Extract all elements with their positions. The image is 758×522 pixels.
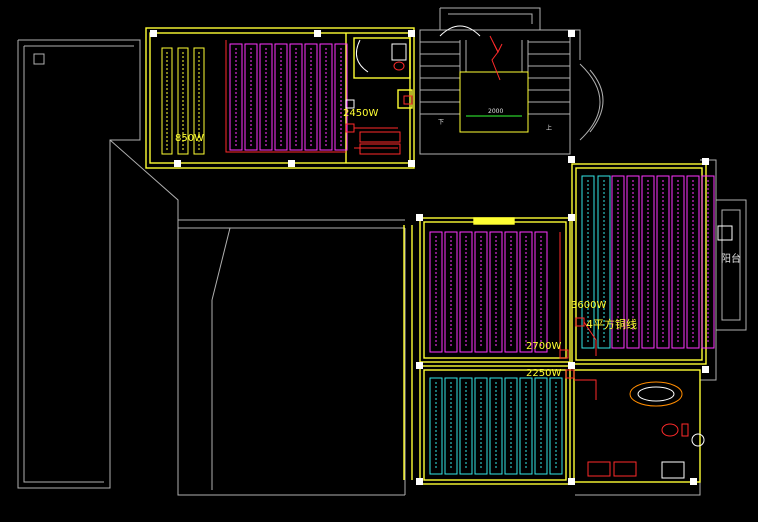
- wiring: [225, 40, 597, 400]
- interior-walls: [145, 27, 707, 485]
- heating-panel-cyan: [459, 377, 473, 475]
- heating-panel-cyan: [519, 377, 533, 475]
- heating-panel: [641, 175, 655, 349]
- heating-panel-cyan: [504, 377, 518, 475]
- heating-panel-yellow: [161, 47, 173, 155]
- heating-panels-room-c: [581, 175, 715, 349]
- heating-panel-cyan: [597, 175, 611, 349]
- heating-panel: [304, 43, 318, 151]
- heating-panel: [334, 43, 348, 151]
- heating-panel-cyan: [444, 377, 458, 475]
- heating-panel-cyan: [581, 175, 595, 349]
- heating-panels-room-d: [429, 377, 563, 475]
- power-label-3600w: 3600W: [571, 300, 606, 311]
- power-label-850w: 850W: [175, 133, 204, 144]
- heating-panel: [259, 43, 273, 151]
- stair-up-label: 上: [546, 124, 552, 132]
- heating-panel-yellow: [193, 47, 205, 155]
- power-label-2450w: 2450W: [343, 108, 378, 119]
- heating-panel: [534, 231, 548, 353]
- power-label-2250w: 2250W: [526, 368, 561, 379]
- heating-panel: [429, 231, 443, 353]
- heating-panel-cyan: [474, 377, 488, 475]
- stairwell: [419, 29, 571, 155]
- structural-columns: [150, 30, 709, 485]
- heating-panel: [489, 231, 503, 353]
- wire-spec-label: 4平方铜线: [586, 317, 637, 331]
- heating-panel: [459, 231, 473, 353]
- heating-panel-yellow: [177, 47, 189, 155]
- heating-panel: [671, 175, 685, 349]
- heating-panel: [519, 231, 533, 353]
- heating-panel: [611, 175, 625, 349]
- heating-panel-cyan: [429, 377, 443, 475]
- balcony-label: 阳台: [721, 252, 741, 265]
- heating-panel: [626, 175, 640, 349]
- heating-panel: [474, 231, 488, 353]
- heating-panel-cyan: [534, 377, 548, 475]
- heating-panel: [444, 231, 458, 353]
- heating-panels-room-a: [161, 43, 348, 155]
- heating-panel: [701, 175, 715, 349]
- heating-panels-room-b: [429, 231, 548, 353]
- bathroom-fixtures: [345, 25, 733, 479]
- heating-panel: [289, 43, 303, 151]
- heating-panel: [244, 43, 258, 151]
- stair-dimension: 2000: [488, 108, 503, 115]
- heating-panel-cyan: [549, 377, 563, 475]
- heating-panel: [686, 175, 700, 349]
- heating-panel: [319, 43, 333, 151]
- outer-walls: [17, 7, 747, 496]
- heating-panel: [656, 175, 670, 349]
- heating-panel-cyan: [489, 377, 503, 475]
- heating-panel: [504, 231, 518, 353]
- heating-panel: [274, 43, 288, 151]
- stair-down-label: 下: [438, 119, 444, 126]
- power-label-2700w: 2700W: [526, 341, 561, 352]
- heating-panel: [229, 43, 243, 151]
